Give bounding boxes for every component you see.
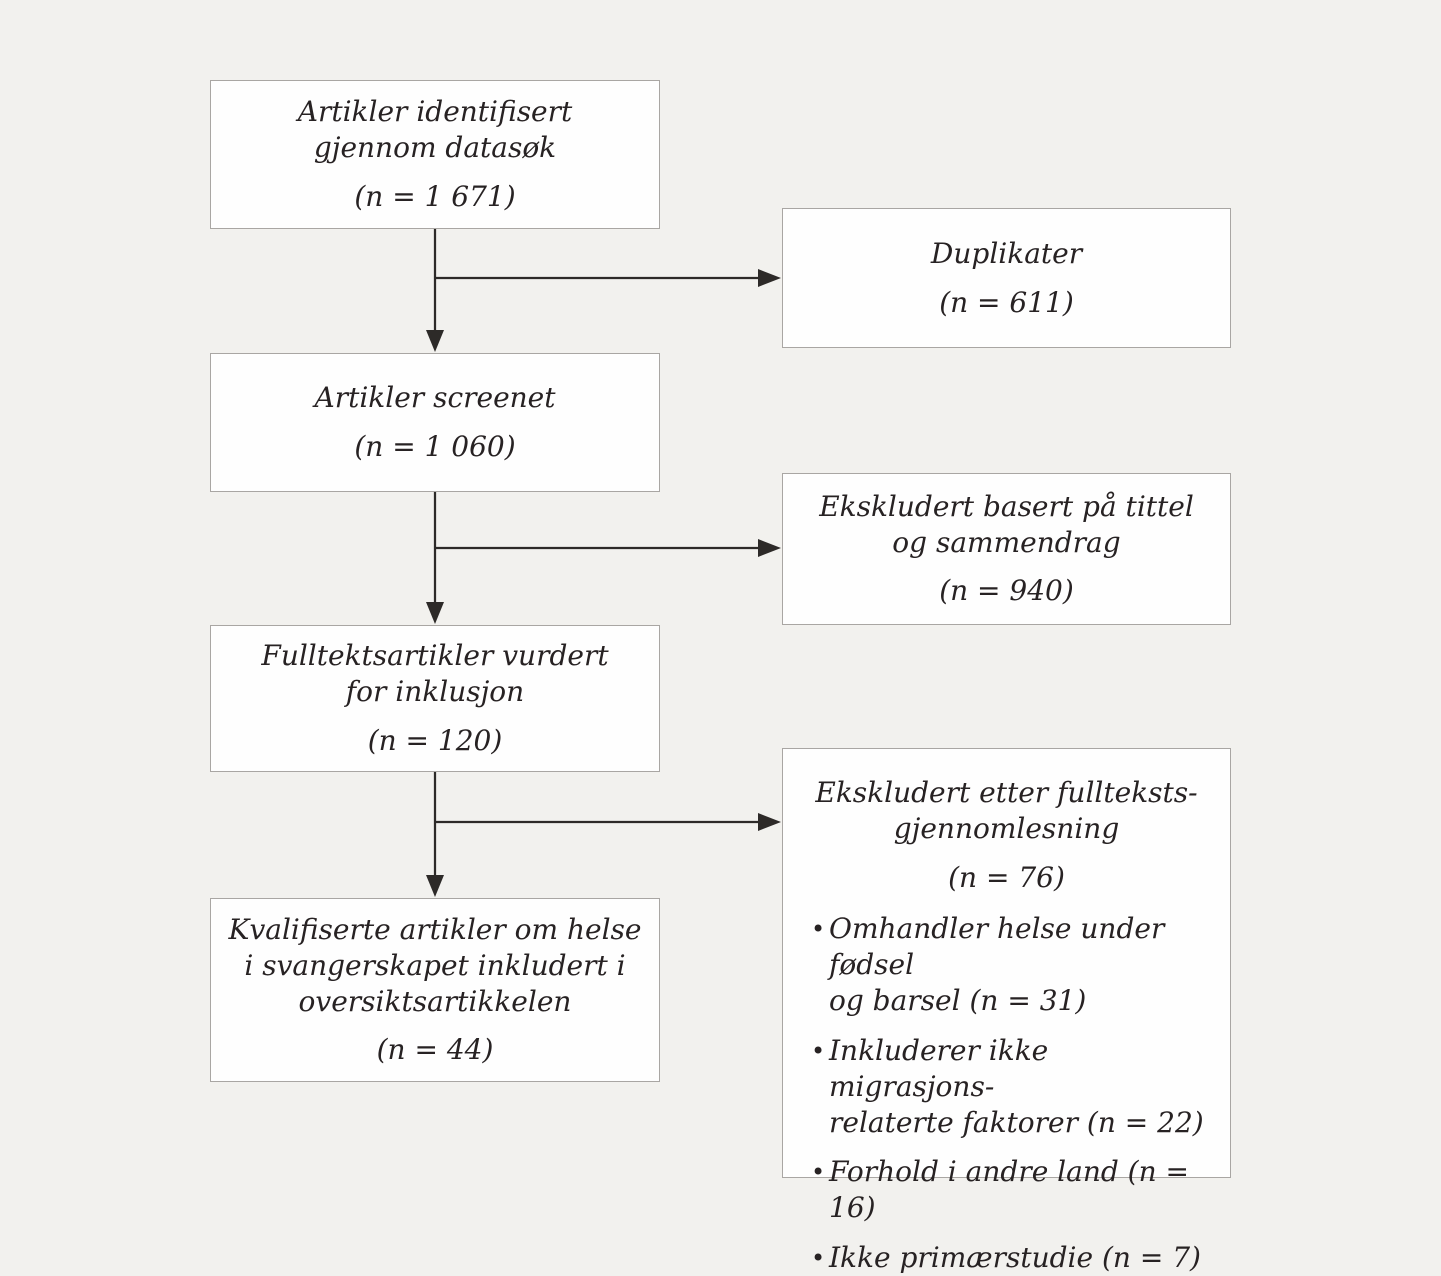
box-fulltext-assessed: Fulltektsartikler vurdert for inklusjon … bbox=[210, 625, 660, 772]
bullet-text: Omhandler helse under fødsel og barsel (… bbox=[829, 912, 1165, 1018]
list-item: • Ikke primærstudie (n = 7) bbox=[811, 1240, 1210, 1276]
box-title: Artikler identifisert gjennom datasøk bbox=[297, 95, 573, 165]
list-item: • Omhandler helse under fødsel og barsel… bbox=[811, 911, 1210, 1018]
box-title: Ekskludert basert på tittel og sammendra… bbox=[819, 489, 1194, 559]
box-count: (n = 611) bbox=[939, 285, 1074, 319]
bullet-icon: • bbox=[811, 1036, 826, 1065]
arrow-identified-to-screened bbox=[426, 229, 444, 352]
box-title: Fulltektsartikler vurdert for inklusjon bbox=[261, 639, 609, 709]
box-count: (n = 120) bbox=[367, 723, 503, 757]
box-count: (n = 1 671) bbox=[354, 179, 516, 213]
box-excluded-fulltext: Ekskludert etter fullteksts- gjennomlesn… bbox=[782, 748, 1231, 1274]
bullet-text: Forhold i andre land (n = 16) bbox=[829, 1155, 1189, 1225]
box-articles-screened: Artikler screenet (n = 1 060) bbox=[210, 353, 660, 492]
arrow-screened-to-fulltext bbox=[426, 492, 444, 624]
box-title: Duplikater bbox=[930, 236, 1083, 270]
arrow-to-duplicates bbox=[435, 269, 781, 287]
arrow-to-excluded-fulltext bbox=[435, 813, 781, 831]
box-title: Kvalifiserte artikler om helse i svanger… bbox=[228, 912, 642, 1018]
box-duplicates: Duplikater (n = 611) bbox=[782, 208, 1231, 348]
list-item: • Forhold i andre land (n = 16) bbox=[811, 1154, 1210, 1226]
list-item: • Inkluderer ikke migrasjons- relaterte … bbox=[811, 1033, 1210, 1140]
box-count: (n = 76) bbox=[948, 860, 1065, 894]
box-count: (n = 940) bbox=[939, 574, 1074, 608]
bullet-text: Inkluderer ikke migrasjons- relaterte fa… bbox=[829, 1033, 1204, 1139]
box-included-articles: Kvalifiserte artikler om helse i svanger… bbox=[210, 898, 660, 1082]
arrow-to-excluded-title bbox=[435, 539, 781, 557]
bullet-text: Ikke primærstudie (n = 7) bbox=[829, 1241, 1201, 1275]
bullet-icon: • bbox=[811, 1244, 826, 1273]
box-count: (n = 1 060) bbox=[354, 430, 516, 463]
box-excluded-title-abstract: Ekskludert basert på tittel og sammendra… bbox=[782, 473, 1231, 625]
box-title: Artikler screenet bbox=[314, 381, 556, 415]
box-count: (n = 44) bbox=[376, 1033, 494, 1067]
arrow-fulltext-to-included bbox=[426, 772, 444, 897]
exclusion-reason-list: • Omhandler helse under fødsel og barsel… bbox=[797, 895, 1216, 1276]
bullet-icon: • bbox=[811, 915, 826, 944]
box-title: Ekskludert etter fullteksts- gjennomlesn… bbox=[815, 776, 1198, 845]
bullet-icon: • bbox=[811, 1158, 826, 1187]
box-articles-identified: Artikler identifisert gjennom datasøk (n… bbox=[210, 80, 660, 229]
